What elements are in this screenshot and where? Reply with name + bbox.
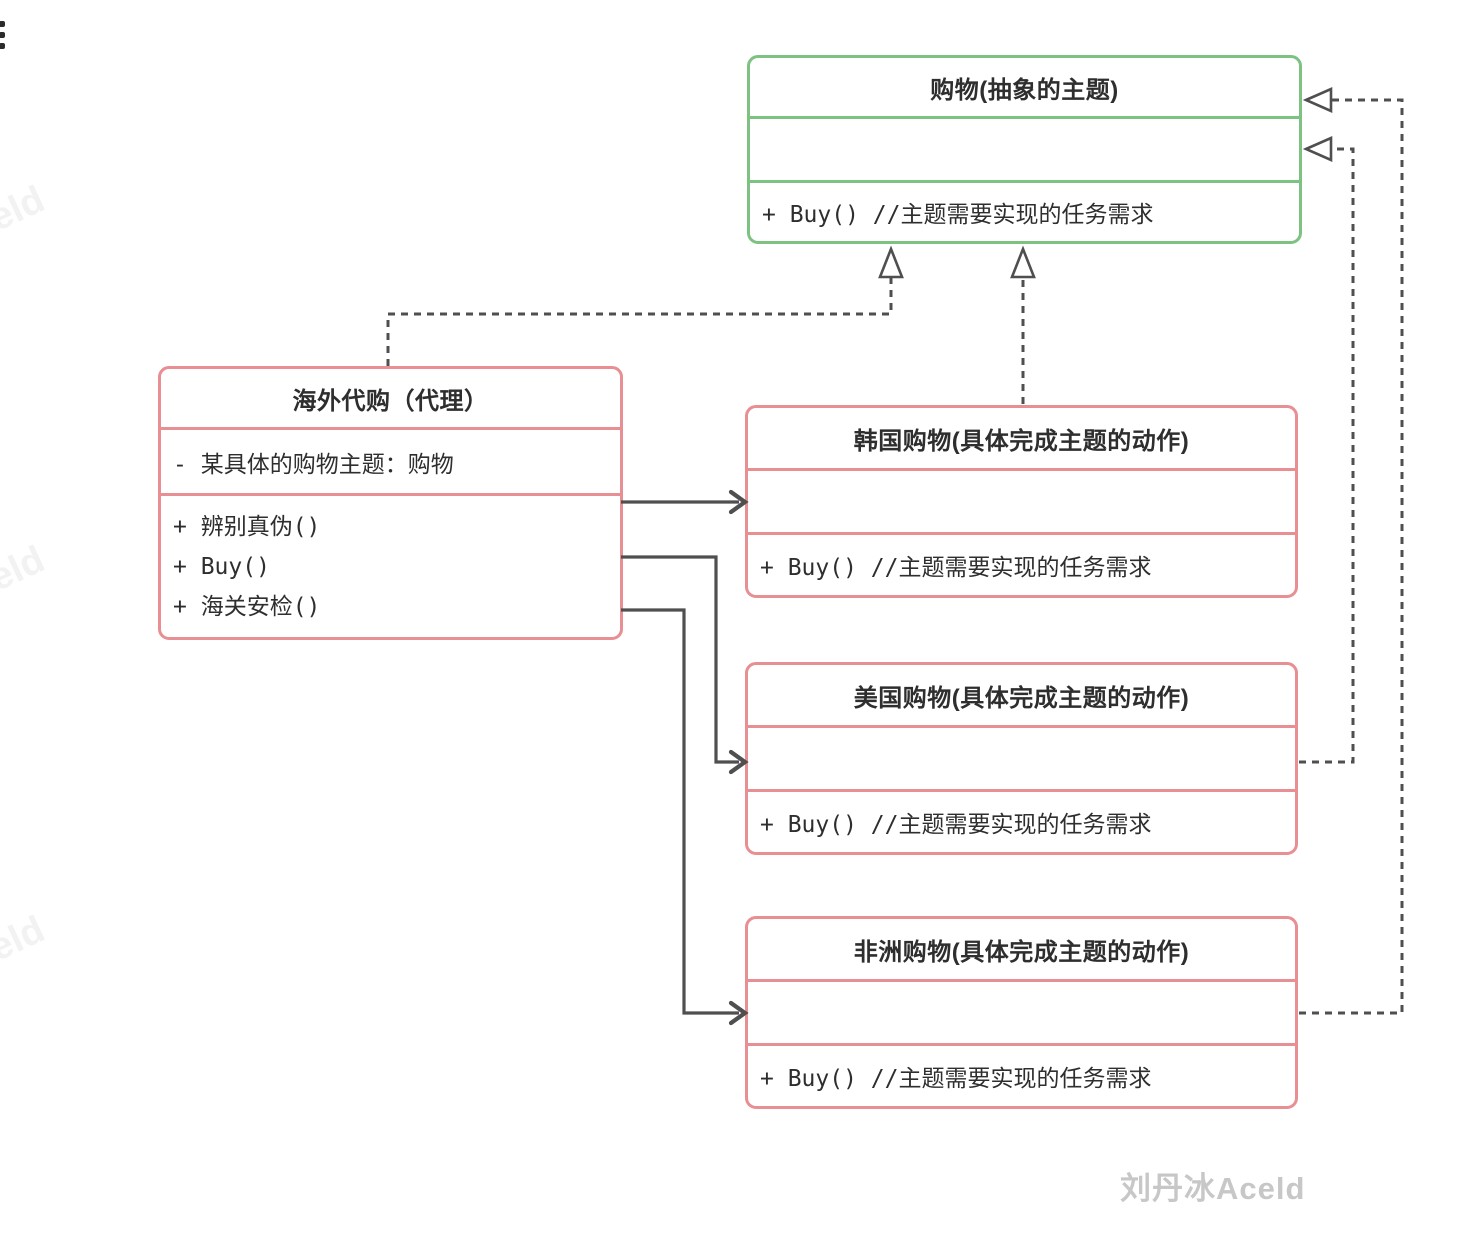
class-attributes-empty (748, 468, 1295, 532)
class-attribute: - 某具体的购物主题：购物 (161, 427, 620, 493)
class-method: + Buy() //主题需要实现的任务需求 (750, 180, 1299, 241)
association-arrow-proxy-to-korea (621, 489, 749, 515)
author-watermark: 刘丹冰Aceld (1120, 1171, 1306, 1206)
class-attributes-empty (748, 979, 1295, 1043)
class-title: 购物(抽象的主题) (930, 76, 1119, 104)
class-box-abstract-subject: 购物(抽象的主题) + Buy() //主题需要实现的任务需求 (747, 55, 1302, 244)
class-attributes-empty (748, 725, 1295, 789)
class-method: + Buy() (173, 553, 270, 580)
class-method: + Buy() //主题需要实现的任务需求 (748, 1043, 1295, 1106)
class-box-africa-shopping: 非洲购物(具体完成主题的动作) + Buy() //主题需要实现的任务需求 (745, 916, 1298, 1109)
class-title: 韩国购物(具体完成主题的动作) (853, 427, 1190, 455)
realization-arrow-korea-to-abstract (1010, 245, 1036, 404)
class-title: 海外代购（代理） (292, 387, 489, 415)
realization-arrow-proxy-to-abstract (386, 245, 904, 366)
class-method: + 海关安检() (173, 593, 321, 620)
class-attributes-empty (750, 116, 1299, 180)
class-methods: + 辨别真伪() + Buy() + 海关安检() (161, 493, 620, 637)
association-arrow-proxy-to-africa (621, 608, 749, 1026)
class-title: 美国购物(具体完成主题的动作) (853, 684, 1190, 712)
realization-arrow-africa-to-abstract (1299, 87, 1404, 1015)
class-box-usa-shopping: 美国购物(具体完成主题的动作) + Buy() //主题需要实现的任务需求 (745, 662, 1298, 855)
class-method: + 辨别真伪() (173, 513, 321, 540)
kebab-dot (0, 43, 5, 49)
kebab-dot (0, 21, 5, 27)
kebab-menu-icon[interactable] (0, 21, 5, 49)
watermark-fragment: eld (0, 178, 51, 240)
class-box-korea-shopping: 韩国购物(具体完成主题的动作) + Buy() //主题需要实现的任务需求 (745, 405, 1298, 598)
watermark-fragment: eld (0, 538, 51, 600)
watermark-fragment: eld (0, 908, 51, 970)
class-method: + Buy() //主题需要实现的任务需求 (748, 789, 1295, 852)
realization-arrow-usa-to-abstract (1299, 136, 1355, 764)
kebab-dot (0, 32, 5, 38)
class-title: 非洲购物(具体完成主题的动作) (853, 938, 1190, 966)
association-arrow-proxy-to-usa (621, 555, 749, 775)
class-method: + Buy() //主题需要实现的任务需求 (748, 532, 1295, 595)
class-box-proxy: 海外代购（代理） - 某具体的购物主题：购物 + 辨别真伪() + Buy() … (158, 366, 623, 640)
